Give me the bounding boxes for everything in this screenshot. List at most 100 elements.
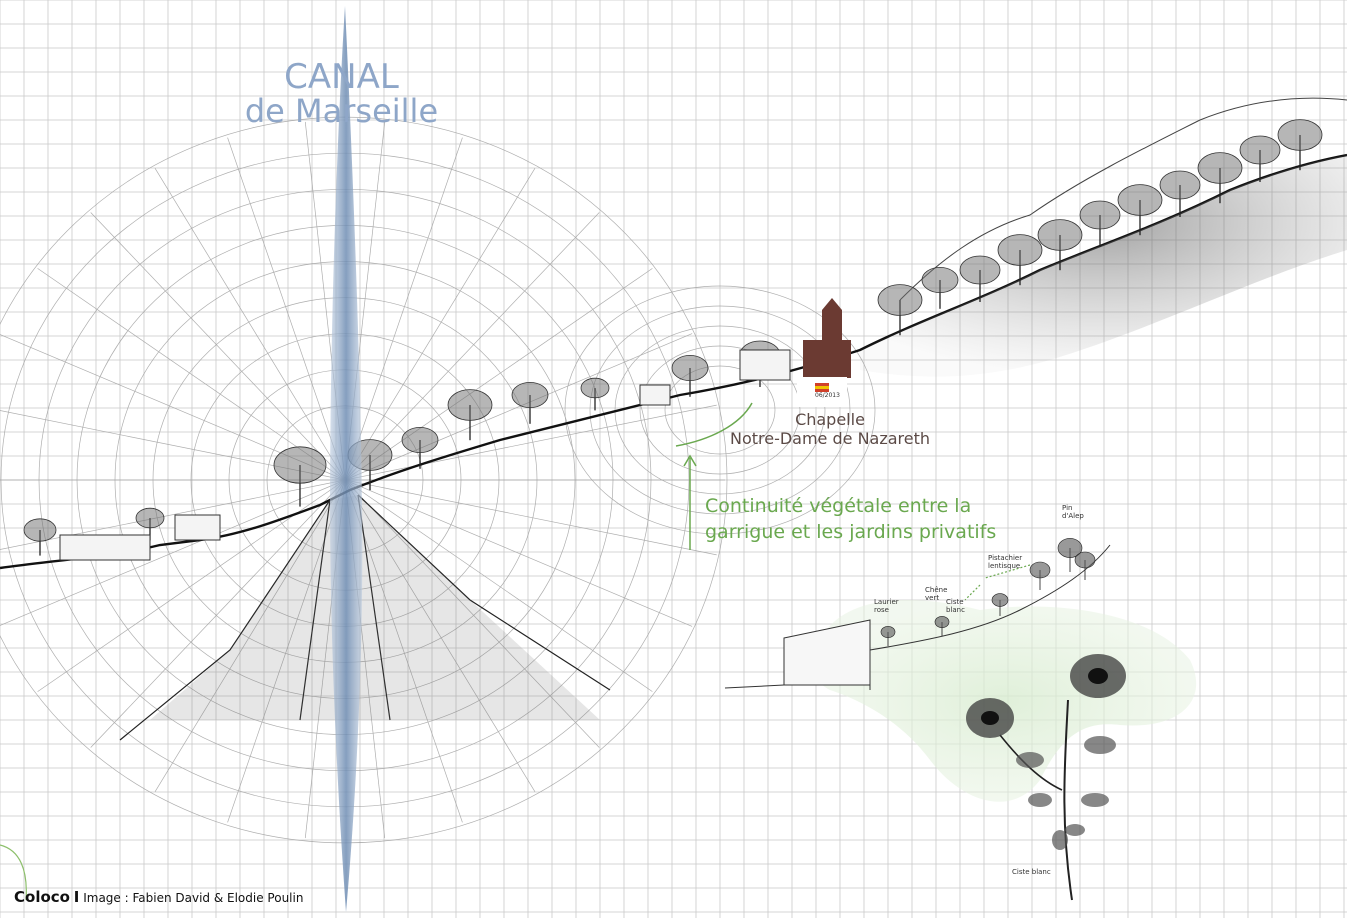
tree [1117,184,1163,236]
label-pistachier-l1: Pistachier [988,554,1023,562]
label-pistachier: Pistachier lentisque [988,554,1022,570]
tree [447,389,493,441]
hill-shading [860,155,1347,377]
fisheye-ray [344,479,717,556]
mini-tree [1057,538,1083,572]
fisheye-ring-chapel [664,365,776,455]
fisheye-ray [154,168,346,481]
hillside-vegetation-outline [899,97,1347,301]
credit-separator: I [73,888,80,906]
chapel-label-line1: Chapelle [795,410,865,429]
label-pin-alep-l2: d'Alep [1062,512,1084,521]
fisheye-ring-chapel [564,285,876,535]
label-laurier-rose-l1: Laurier [874,598,899,606]
fisheye-ray [227,137,346,481]
plant-section [724,544,1111,690]
fisheye-ray [344,268,653,481]
label-pin-alep: Pin d'Alep [1062,504,1084,520]
chapel-flag [815,383,829,386]
canal-title-line2: de Marseille [244,91,439,130]
tree [1037,219,1083,271]
label-chene-vert: Chêne vert [925,586,947,602]
tree [1239,135,1281,182]
label-pin-alep-l1: Pin [1062,504,1073,512]
tree [671,354,709,397]
continuity-curve [675,402,753,447]
mini-tree [934,616,950,636]
label-chene-vert-l1: Chêne [925,586,948,594]
fisheye-ray [344,479,600,748]
tree [1079,200,1121,247]
label-ciste-blanc-text: Ciste blanc [1012,868,1051,876]
tree [959,255,1001,302]
chapel-plaque-text: 06/2013 [815,392,840,399]
fisheye-ray [344,479,653,692]
label-laurier-rose-l2: rose [874,606,889,615]
houses [59,349,791,561]
fisheye-ray [344,479,693,627]
chapel [797,298,851,407]
fisheye-ray [90,479,346,748]
fisheye-ring-chapel [614,325,826,495]
mini-tree [991,593,1009,616]
fisheye-ray [344,137,463,481]
trees [23,119,1323,556]
label-laurier-rose: Laurier rose [874,598,899,614]
tree [877,284,923,336]
tree [921,266,959,309]
fisheye-ray [344,333,693,481]
mini-tree [1074,551,1096,580]
vegetation-highlight [813,600,1197,802]
label-ciste-small: Ciste blanc [946,598,965,614]
label-chene-vert-l2: vert [925,594,940,603]
credit-brand: Coloco [14,888,70,906]
canal-channel [119,494,611,741]
fisheye-ray [344,212,600,481]
tree [401,426,439,469]
tree [135,507,165,541]
continuity-arrow [683,454,697,550]
fisheye-ray [37,268,346,481]
chapel-label-line2: Notre-Dame de Nazareth [729,429,931,449]
continuity-label: Continuité végétale entre la garrigue et… [705,494,996,545]
tree [511,381,549,424]
terrain-profile [0,153,1347,570]
label-pistachier-l2: lentisque [988,562,1021,571]
tree [1197,152,1243,204]
plant-leaders [964,564,1031,601]
tree [1277,119,1323,171]
fisheye-ray [344,168,536,481]
fisheye-ray [90,212,346,481]
continuity-line1: Continuité végétale entre la [705,495,972,517]
tree [997,234,1043,286]
tree [1159,170,1201,217]
ciste-blanc-illustration [966,654,1126,901]
label-ciste-small-l1: Ciste [946,598,964,606]
canal-band [330,6,363,912]
fisheye-ray [344,404,717,481]
fisheye-ray [154,479,346,792]
chapel-label: Chapelle Notre-Dame de Nazareth [720,410,940,448]
fisheye-ray [344,479,536,792]
label-ciste-small-l2: blanc [946,606,965,615]
credit-caption: Coloco I Image : Fabien David & Elodie P… [14,888,303,906]
label-ciste-blanc: Ciste blanc [1012,868,1051,876]
continuity-line2: garrigue et les jardins privatifs [705,520,997,543]
canal-title-line1: CANAL [284,57,399,97]
canal-title: CANAL de Marseille [234,60,449,127]
margin-curve [0,844,27,901]
mini-tree [880,626,896,646]
credit-text: Image : Fabien David & Elodie Poulin [83,891,304,905]
plant-section-trees [880,538,1096,646]
tree [23,518,57,556]
chapel-plaque: 06/2013 [815,392,840,400]
fisheye-ray [0,479,346,626]
tree [273,446,327,507]
tree [580,377,610,411]
canal-shadow [150,495,600,720]
mini-tree [1029,561,1051,590]
fisheye-ring-chapel [589,305,851,515]
fisheye-ring-chapel [639,345,801,475]
